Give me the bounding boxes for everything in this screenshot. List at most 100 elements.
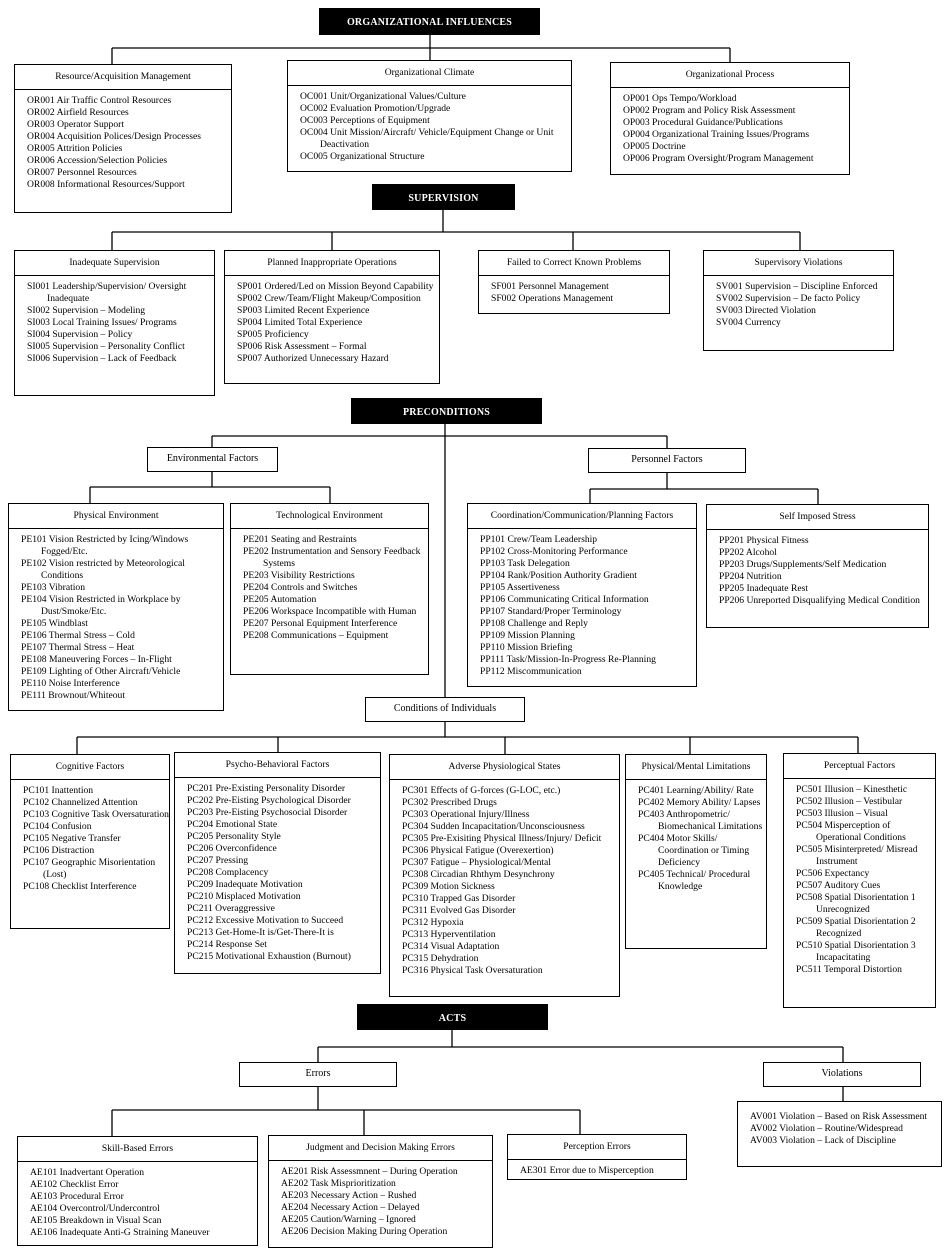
- list-item: SV001 Supervision – Discipline Enforced: [716, 281, 878, 292]
- list-item: PC309 Motion Sickness: [402, 881, 495, 892]
- list-item: PC209 Inadequate Motivation: [187, 879, 303, 890]
- group-title: Cognitive Factors: [11, 755, 169, 780]
- list-item: PC108 Checklist Interference: [23, 881, 137, 892]
- list-item: PP111 Task/Mission-In-Progress Re-Planni…: [480, 654, 656, 665]
- list-item: PP204 Nutrition: [719, 571, 782, 582]
- list-item: PP103 Task Delegation: [480, 558, 570, 569]
- environmental-factors-header: Environmental Factors: [147, 447, 278, 472]
- organizational-influences-header: ORGANIZATIONAL INFLUENCES: [319, 8, 540, 35]
- list-item: PC403 Anthropometric/ Biomechanical Limi…: [638, 809, 763, 832]
- list-item: PC215 Motivational Exhaustion (Burnout): [187, 951, 351, 962]
- list-item: PE104 Vision Restricted in Workplace by …: [21, 594, 181, 617]
- list-item: PP105 Assertiveness: [480, 582, 560, 593]
- list-item: AE204 Necessary Action – Delayed: [281, 1202, 420, 1213]
- list-item: AE301 Error due to Misperception: [520, 1165, 654, 1176]
- list-item: AE206 Decision Making During Operation: [281, 1226, 448, 1237]
- list-item: SF002 Operations Management: [491, 293, 614, 304]
- list-item: AE201 Risk Assessmnent – During Operatio…: [281, 1166, 458, 1177]
- list-item: SP002 Crew/Team/Flight Makeup/Compositio…: [237, 293, 421, 304]
- list-item: AV002 Violation – Routine/Widespread: [750, 1123, 903, 1134]
- list-item: PE109 Lighting of Other Aircraft/Vehicle: [21, 666, 181, 677]
- list-item: SI001 Leadership/Supervision/ Oversight …: [27, 281, 187, 304]
- list-item: PC504 Misperception of Operational Condi…: [796, 820, 906, 843]
- list-item: PC106 Distraction: [23, 845, 95, 856]
- group-title: Adverse Physiological States: [390, 755, 619, 780]
- physical-mental-limitations-box: Physical/Mental Limitations PC401 Learni…: [625, 754, 767, 949]
- psycho-behavioral-factors-box: Psycho-Behavioral Factors PC201 Pre-Exis…: [174, 752, 381, 974]
- list-item: PC505 Misinterpreted/ Misread Instrument: [796, 844, 918, 867]
- group-title: Coordination/Communication/Planning Fact…: [468, 504, 696, 529]
- supervisory-violations-box: Supervisory Violations SV001 Supervision…: [703, 250, 894, 351]
- violations-header: Violations: [763, 1062, 921, 1087]
- group-title: Supervisory Violations: [704, 251, 893, 276]
- list-item: PC214 Response Set: [187, 939, 267, 950]
- list-item: OR003 Operator Support: [27, 119, 124, 130]
- list-item: PE106 Thermal Stress – Cold: [21, 630, 135, 641]
- group-title: Technological Environment: [231, 504, 428, 529]
- list-item: PC310 Trapped Gas Disorder: [402, 893, 516, 904]
- list-item: OR006 Accession/Selection Policies: [27, 155, 168, 166]
- list-item: PE203 Visibility Restrictions: [243, 570, 355, 581]
- judgment-decision-making-errors-box: Judgment and Decision Making Errors AE20…: [268, 1135, 493, 1248]
- list-item: PC305 Pre-Exisiting Physical Illness/Inj…: [402, 833, 602, 844]
- list-item: PP110 Mission Briefing: [480, 642, 573, 653]
- group-title: Self Imposed Stress: [707, 505, 928, 530]
- list-item: PC315 Dehydration: [402, 953, 479, 964]
- list-item: OC001 Unit/Organizational Values/Culture: [300, 91, 466, 102]
- list-item: PC207 Pressing: [187, 855, 249, 866]
- list-item: PP201 Physical Fitness: [719, 535, 809, 546]
- list-item: AV003 Violation – Lack of Discipline: [750, 1135, 896, 1146]
- group-title: Perception Errors: [508, 1135, 686, 1160]
- list-item: PE110 Noise Interference: [21, 678, 120, 689]
- list-item: AE103 Procedural Error: [30, 1191, 124, 1202]
- list-item: OP001 Ops Tempo/Workload: [623, 93, 737, 104]
- list-item: AE202 Task Misprioritization: [281, 1178, 396, 1189]
- list-item: PC508 Spatial Disorientation 1 Unrecogni…: [796, 892, 916, 915]
- list-item: PC107 Geographic Misorientation (Lost): [23, 857, 156, 880]
- list-item: SI004 Supervision – Policy: [27, 329, 133, 340]
- list-item: PE107 Thermal Stress – Heat: [21, 642, 135, 653]
- preconditions-header: PRECONDITIONS: [351, 398, 542, 424]
- group-title: Physical/Mental Limitations: [626, 755, 766, 780]
- list-item: PC103 Cognitive Task Oversaturation: [23, 809, 169, 820]
- list-item: PE207 Personal Equipment Interference: [243, 618, 398, 629]
- self-imposed-stress-box: Self Imposed Stress PP201 Physical Fitne…: [706, 504, 929, 628]
- list-item: AE102 Checklist Error: [30, 1179, 119, 1190]
- group-title: Physical Environment: [9, 504, 223, 529]
- list-item: PP202 Alcohol: [719, 547, 777, 558]
- physical-environment-box: Physical Environment PE101 Vision Restri…: [8, 503, 224, 711]
- list-item: SI003 Local Training Issues/ Programs: [27, 317, 177, 328]
- conditions-of-individuals-header: Conditions of Individuals: [365, 697, 525, 722]
- group-title: Organizational Climate: [288, 61, 571, 86]
- list-item: OP004 Organizational Training Issues/Pro…: [623, 129, 810, 140]
- organizational-climate-box: Organizational Climate OC001 Unit/Organi…: [287, 60, 572, 172]
- list-item: PC205 Personality Style: [187, 831, 281, 842]
- list-item: PE204 Controls and Switches: [243, 582, 358, 593]
- list-item: PP107 Standard/Proper Terminology: [480, 606, 622, 617]
- list-item: OR008 Informational Resources/Support: [27, 179, 185, 190]
- supervision-header: SUPERVISION: [372, 184, 515, 210]
- list-item: PP109 Mission Planning: [480, 630, 575, 641]
- inadequate-supervision-box: Inadequate Supervision SI001 Leadership/…: [14, 250, 215, 396]
- list-item: PC313 Hyperventilation: [402, 929, 496, 940]
- list-item: SP001 Ordered/Led on Mission Beyond Capa…: [237, 281, 434, 292]
- list-item: PC510 Spatial Disorientation 3 Incapacit…: [796, 940, 916, 963]
- list-item: PE101 Vision Restricted by Icing/Windows…: [21, 534, 189, 557]
- violations-box: AV001 Violation – Based on Risk Assessme…: [737, 1101, 942, 1167]
- group-title: Organizational Process: [611, 63, 849, 88]
- list-item: PP101 Crew/Team Leadership: [480, 534, 598, 545]
- organizational-process-box: Organizational Process OP001 Ops Tempo/W…: [610, 62, 850, 175]
- list-item: PC101 Inattention: [23, 785, 94, 796]
- list-item: PC404 Motor Skills/ Coordination or Timi…: [638, 833, 750, 868]
- list-item: PP203 Drugs/Supplements/Self Medication: [719, 559, 887, 570]
- list-item: SI005 Supervision – Personality Conflict: [27, 341, 185, 352]
- list-item: AE101 Inadvertant Operation: [30, 1167, 145, 1178]
- list-item: AE104 Overcontrol/Undercontrol: [30, 1203, 160, 1214]
- list-item: PC307 Fatigue – Physiological/Mental: [402, 857, 551, 868]
- list-item: PE108 Maneuvering Forces – In-Flight: [21, 654, 172, 665]
- list-item: PC501 Illusion – Kinesthetic: [796, 784, 908, 795]
- errors-header: Errors: [239, 1062, 397, 1087]
- list-item: PP104 Rank/Position Authority Gradient: [480, 570, 637, 581]
- group-title: Planned Inappropriate Operations: [225, 251, 439, 276]
